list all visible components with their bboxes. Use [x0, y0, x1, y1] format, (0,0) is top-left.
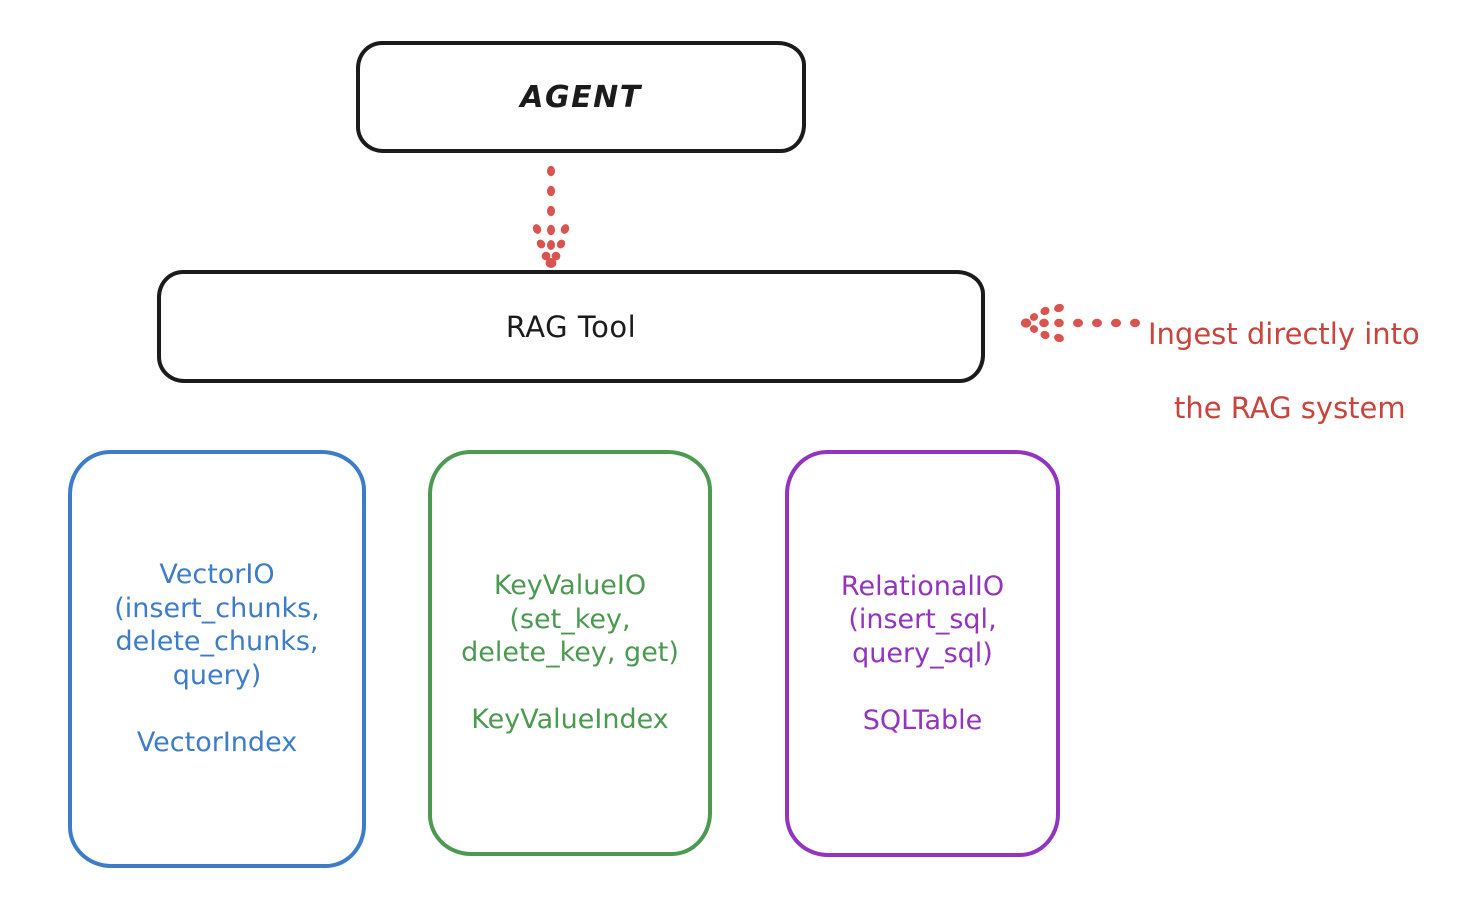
provider-node-vector[interactable]: VectorIO (insert_chunks, delete_chunks, … [68, 450, 366, 868]
ingest-annotation-line-2: the RAG system [1174, 391, 1406, 426]
provider-keyvalue-api: KeyValueIO (set_key, delete_key, get) [461, 569, 679, 669]
provider-relational-index-line-1: SQLTable [862, 704, 983, 736]
arrow-agent-to-rag-tool [532, 165, 570, 268]
provider-vector-api: VectorIO (insert_chunks, delete_chunks, … [114, 558, 319, 692]
arrow-annotation-to-rag-tool [1020, 303, 1140, 343]
provider-vector-index: VectorIndex [137, 726, 297, 759]
provider-relational-index: SQLTable [863, 704, 983, 737]
agent-node[interactable]: AGENT [356, 41, 806, 153]
provider-vector-index-line-1: VectorIndex [136, 727, 298, 759]
provider-keyvalue-api-line-2: (set_key, [509, 603, 631, 635]
provider-relational-api-line-3: query_sql) [852, 637, 993, 669]
rag-tool-node[interactable]: RAG Tool [157, 270, 985, 383]
provider-relational-api-line-1: RelationalIO [840, 570, 1005, 602]
provider-vector-api-line-2: (insert_chunks, [114, 592, 320, 624]
provider-keyvalue-api-line-1: KeyValueIO [493, 570, 647, 602]
provider-vector-api-line-3: delete_chunks, [115, 626, 319, 658]
provider-vector-api-line-4: query) [172, 659, 262, 691]
provider-keyvalue-index-line-1: KeyValueIndex [471, 704, 669, 736]
provider-keyvalue-api-line-3: delete_key, get) [461, 637, 679, 668]
provider-node-keyvalue[interactable]: KeyValueIO (set_key, delete_key, get) Ke… [428, 450, 712, 856]
provider-keyvalue-index: KeyValueIndex [471, 703, 668, 736]
ingest-annotation-line-1: Ingest directly into [1148, 317, 1420, 352]
provider-node-relational[interactable]: RelationalIO (insert_sql, query_sql) SQL… [785, 450, 1060, 857]
provider-vector-api-line-1: VectorIO [159, 559, 275, 591]
provider-relational-api-line-2: (insert_sql, [848, 604, 997, 636]
agent-node-label: AGENT [520, 79, 642, 115]
provider-relational-api: RelationalIO (insert_sql, query_sql) [841, 570, 1004, 670]
rag-tool-node-label: RAG Tool [505, 309, 637, 344]
ingest-annotation: Ingest directly into the RAG system [1148, 279, 1478, 465]
